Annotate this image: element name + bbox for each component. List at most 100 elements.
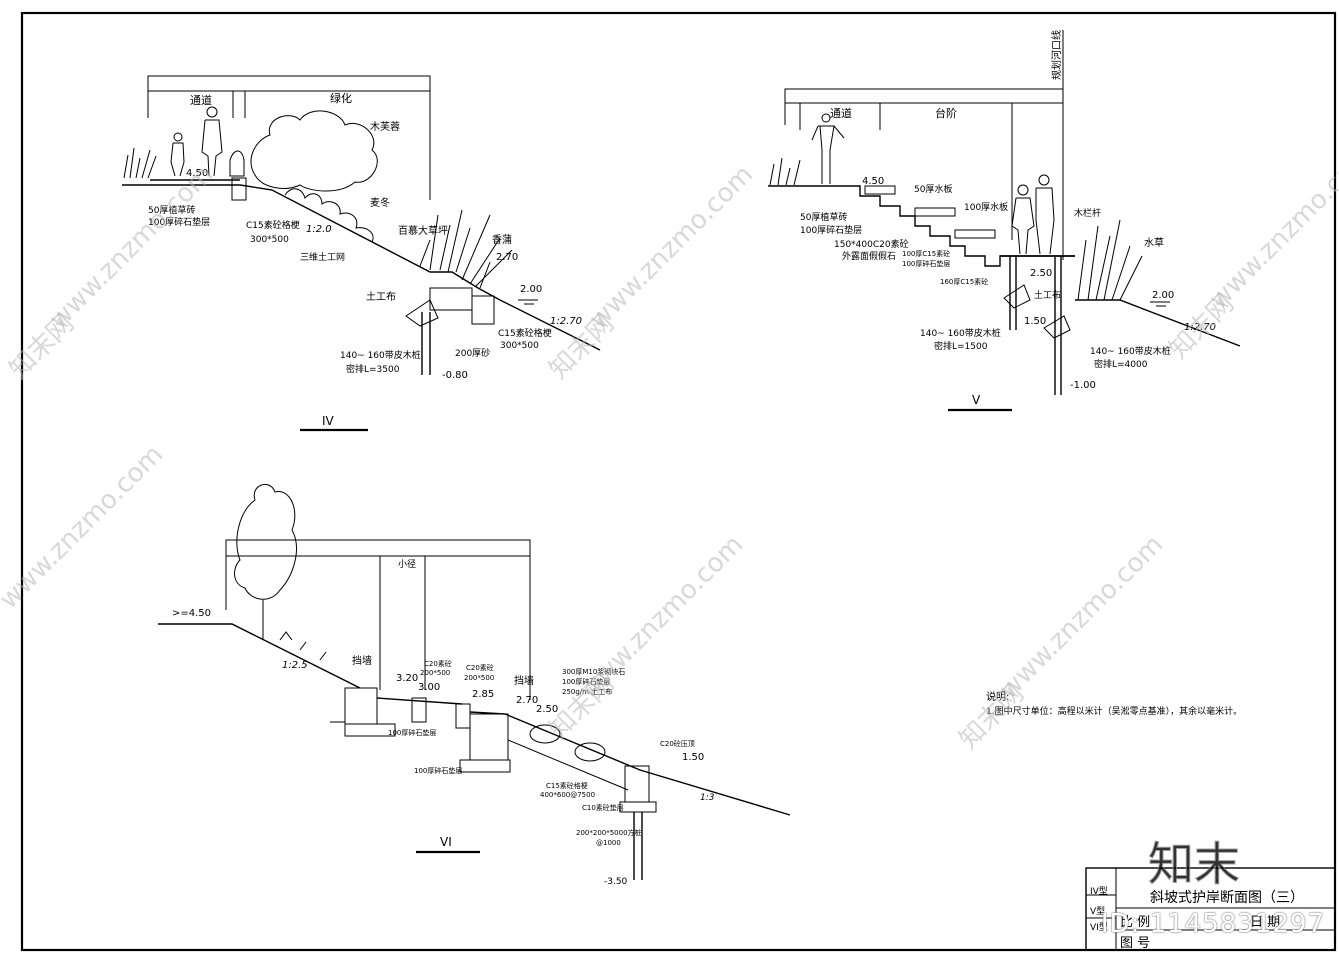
vi-c20-beam-1: [411, 697, 427, 723]
iv-label-beam1: C15素砼格梗: [246, 219, 300, 231]
watermark-site-3: www.znzmo.com: [1204, 140, 1339, 315]
iv-label-base1: 50厚植草砖: [148, 204, 195, 216]
iv-label-sand: 200厚砂: [455, 347, 490, 359]
title-block-row-v: V型: [1090, 906, 1105, 917]
vi-elev-6: 1.50: [682, 752, 704, 763]
iv-zone-passage: 通道: [190, 93, 212, 107]
watermark-logo: 知末: [1148, 837, 1240, 891]
section-vi: 小径 >=4.50 1:2.5 挡墙 3.20 C20素砼 200*500 3.…: [158, 483, 791, 887]
v-label-steps2: 外露面假假石: [842, 250, 896, 262]
v-label-plank2: 100厚水板: [964, 201, 1008, 213]
v-slope-ratio: 1:2.70: [1184, 322, 1216, 333]
iv-grass-left: [123, 147, 157, 179]
vi-label-pile: 200*200*5000方桩: [576, 828, 642, 837]
vi-label-wall1: 挡墙: [352, 654, 372, 667]
v-people-figures: [811, 113, 1055, 255]
vi-label-gravel1: 100厚碎石垫层: [388, 728, 436, 737]
iv-label-grass2: 百慕大草坪: [398, 224, 448, 237]
v-elev-water: 2.00: [1152, 290, 1174, 301]
v-zone-passage: 通道: [830, 106, 852, 120]
vi-label-beam: C15素砼格梗: [546, 781, 588, 790]
vi-elev-3: 2.85: [472, 689, 494, 700]
v-label-base2: 100厚碎石垫层: [800, 224, 862, 236]
iv-label-beam2: C15素砼格梗: [498, 327, 552, 339]
v-label-pile1-length: 密排L=1500: [934, 340, 988, 352]
vi-label-stone1: 300厚M10浆砌块石: [562, 667, 625, 676]
iv-water-mark: [518, 299, 538, 305]
vi-elev-bottom: -3.50: [604, 877, 628, 887]
v-header-frame: [784, 88, 1063, 125]
iv-section-title: IV: [322, 414, 335, 428]
vi-elev-top: >=4.50: [172, 608, 211, 619]
vi-slope-inner: [507, 739, 629, 791]
vi-wall-2: [469, 713, 509, 761]
vi-header-frame: [225, 539, 531, 700]
watermark-site-4: www.znzmo.com: [0, 440, 169, 615]
title-block-row-vi: VI型: [1090, 922, 1108, 933]
iv-ground-line: [122, 184, 479, 289]
title-block-row-iv: IV型: [1090, 886, 1108, 897]
v-label-rail: 木栏杆: [1074, 207, 1101, 219]
v-aquatic-plants: [1077, 219, 1143, 301]
vi-elev-5: 2.50: [536, 704, 558, 715]
v-label-aquatic: 水草: [1144, 237, 1164, 249]
iv-elev-mid: 2.70: [496, 252, 518, 263]
iv-label-beam2-size: 300*500: [500, 341, 539, 351]
v-label-pile2: 140~ 160带皮木桩: [1090, 345, 1171, 357]
iv-label-geonet: 三维土工网: [300, 251, 345, 263]
iv-slope-ratio2: 1:2.70: [550, 316, 582, 327]
vi-label-pile-spacing: @1000: [596, 839, 621, 847]
v-geotextile-2: [1043, 315, 1071, 339]
v-river-line-label: 规划河口线: [1050, 30, 1063, 80]
iv-elev-top: 4.50: [186, 168, 208, 179]
section-iv: 通道 绿化 4.50 50厚植草砖: [122, 75, 601, 432]
vi-label-c20-b: C20素砼: [466, 663, 494, 672]
v-label-base1: 50厚植草砖: [800, 211, 847, 223]
iv-label-tree: 木芙蓉: [370, 120, 400, 133]
title-block-drawing-no: 图 号: [1120, 936, 1150, 951]
iv-elev-bottom: -0.80: [442, 370, 468, 381]
v-grass-left: [769, 157, 801, 186]
watermark-site-6: www.znzmo.com: [994, 530, 1169, 705]
vi-c20-beam-2: [455, 703, 471, 729]
iv-label-reed: 香蒲: [492, 233, 512, 246]
iv-slope-lower: [477, 287, 601, 351]
vi-tree: [234, 483, 297, 600]
watermark-id: ID: 1145831297: [1100, 909, 1325, 939]
vi-slope-ratio: 1:2.5: [282, 660, 308, 671]
vi-elev-4: 2.70: [516, 695, 538, 706]
v-elev-top: 4.50: [862, 176, 884, 187]
iv-zone-green: 绿化: [330, 91, 352, 105]
iv-slope-ratio: 1:2.0: [306, 224, 332, 235]
iv-tree-canopy: [250, 110, 378, 192]
v-slope-line: [1075, 299, 1241, 347]
vi-elev-2: 3.00: [418, 682, 440, 693]
iv-sand-bed: [429, 287, 473, 311]
v-label-steps4: 100厚碎石垫层: [902, 259, 950, 268]
title-block: 斜坡式护岸断面图（三） IV型 V型 VI型 比 例 日 期 图 号: [1085, 867, 1336, 951]
v-elev-deck: 2.50: [1030, 268, 1052, 279]
vi-shrubs: [279, 631, 327, 661]
v-label-steps1: 150*400C20素砼: [834, 238, 909, 250]
iv-label-grass1: 麦冬: [370, 196, 390, 209]
title-block-date: 日 期: [1250, 915, 1280, 930]
iv-label-pile-length: 密排L=3500: [346, 363, 400, 375]
iv-label-base2: 100厚碎石垫层: [148, 216, 210, 228]
sheet-border: [20, 11, 1337, 952]
iv-geotextile: [405, 299, 439, 327]
iv-header-frame: [147, 75, 431, 200]
v-label-steps5: 160厚C15素砼: [940, 277, 988, 286]
v-label-pile1: 140~ 160带皮木桩: [920, 327, 1001, 339]
v-label-geotextile: 土工布: [1034, 289, 1061, 301]
vi-zone-path: 小径: [398, 558, 416, 570]
vi-label-c20-a: C20素砼: [424, 659, 452, 668]
v-label-steps3: 100厚C15素砼: [902, 249, 950, 258]
vi-label-c20-b-size: 200*500: [464, 674, 494, 682]
vi-label-stone2: 100厚碎石垫层: [562, 677, 610, 686]
iv-label-geotextile: 土工布: [366, 290, 396, 303]
v-water-mark: [1150, 301, 1170, 307]
section-v: 规划河口线 通道 台阶 4.50 50厚水板 50厚: [768, 30, 1241, 412]
v-steps-profile: [768, 185, 1075, 267]
notes: 说明: 1.图中尺寸单位：高程以米计（吴淞零点基准），其余以毫米计。: [986, 690, 1242, 717]
